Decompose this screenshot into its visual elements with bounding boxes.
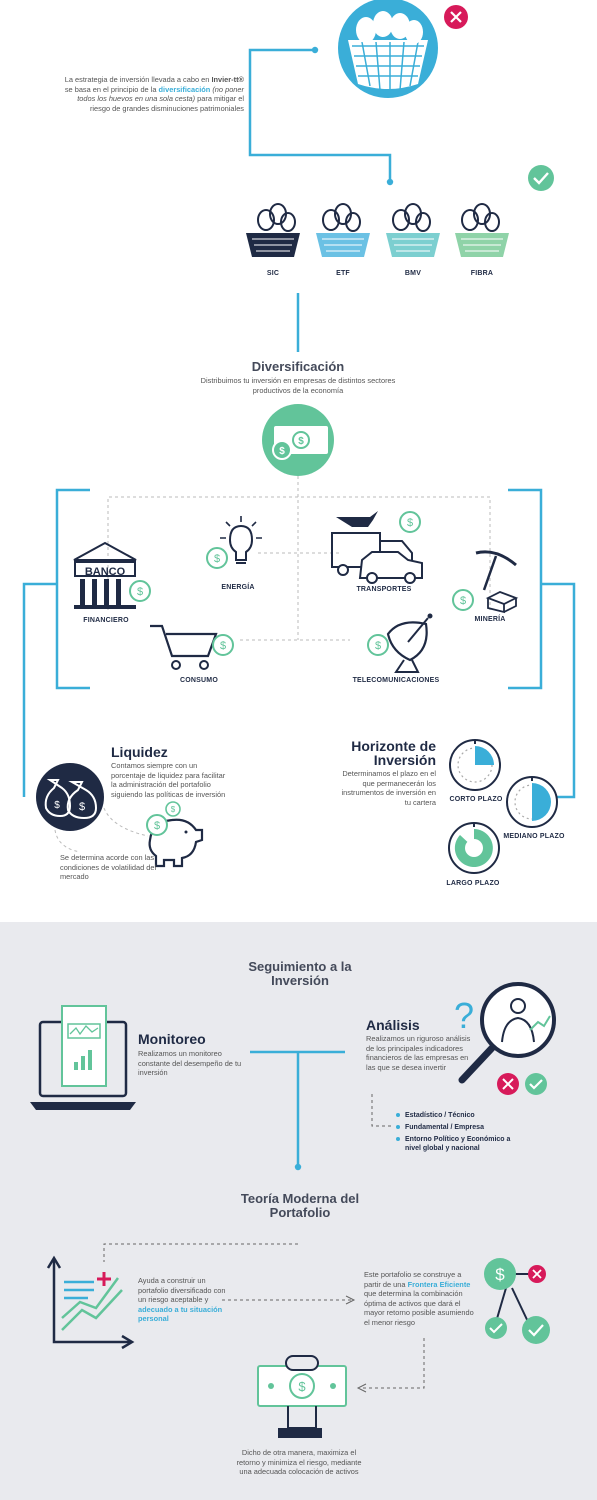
clock-medium-term-icon xyxy=(506,776,558,828)
clock-short-term-icon xyxy=(449,739,501,791)
liquidez-note: Se determina acorde con las condiciones … xyxy=(60,853,157,882)
svg-text:$: $ xyxy=(298,436,304,447)
teoria-bottom-desc: Dicho de otra manera, maximiza el retorn… xyxy=(236,1448,362,1477)
label-financiero: FINANCIERO xyxy=(83,617,129,624)
svg-text:$: $ xyxy=(495,1265,505,1284)
lightbulb-icon: $ xyxy=(206,516,262,569)
piggy-bank-icon: $ $ xyxy=(146,801,204,868)
satellite-dish-icon: $ xyxy=(367,613,433,673)
analisis-item: Entorno Político y Económico a nivel glo… xyxy=(396,1135,526,1153)
intro-text: La estrategia de inversión llevada a cab… xyxy=(64,75,244,113)
teoria-title: Teoría Moderna del Portafolio xyxy=(240,1191,360,1220)
basket-label-fibra: FIBRA xyxy=(470,270,494,277)
analisis-item: Fundamental / Empresa xyxy=(396,1123,526,1132)
efficient-frontier-icon: $ xyxy=(484,1258,550,1344)
bottom-graphics: ? $ xyxy=(30,982,556,1438)
red-x-small-icon xyxy=(497,1073,519,1095)
label-transportes: TRANSPORTES xyxy=(356,586,412,593)
green-check-icon xyxy=(528,165,554,191)
laptop-monitor-icon xyxy=(30,1005,136,1110)
basket-fibra-icon xyxy=(455,203,509,257)
seguimiento-title: Seguimiento a la Inversión xyxy=(248,959,352,988)
label-mineria: MINERÍA xyxy=(474,616,506,623)
svg-text:$: $ xyxy=(214,553,220,565)
horizonte-title: Horizonte de Inversión xyxy=(351,738,436,768)
svg-text:$: $ xyxy=(279,446,285,457)
money-bags-icon: $ $ xyxy=(36,763,104,831)
basket-label-sic: SIC xyxy=(266,270,280,277)
horizonte-desc: Determinamos el plazo en el que permanec… xyxy=(341,769,437,807)
basket-etf-icon xyxy=(316,203,370,257)
analisis-title: Análisis xyxy=(366,1017,420,1033)
monitoreo-title: Monitoreo xyxy=(138,1031,206,1047)
seguimiento-section: ? $ xyxy=(0,922,597,1500)
svg-text:$: $ xyxy=(79,801,85,813)
bank-sign: BANCO xyxy=(84,566,126,578)
analisis-list: Estadístico / Técnico Fundamental / Empr… xyxy=(396,1111,526,1156)
svg-text:$: $ xyxy=(54,800,60,811)
transport-icon: $ xyxy=(331,511,423,584)
svg-text:$: $ xyxy=(407,517,413,529)
diversificacion-title: Diversificación xyxy=(251,359,345,374)
basket-label-etf: ETF xyxy=(336,270,350,277)
svg-text:$: $ xyxy=(298,1379,306,1394)
analisis-desc: Realizamos un riguroso análisis de los p… xyxy=(366,1034,471,1072)
label-telecomunicaciones: TELECOMUNICACIONES xyxy=(352,677,440,684)
basket-bmv-icon xyxy=(386,203,440,257)
pickaxe-icon: $ xyxy=(452,550,519,614)
svg-text:$: $ xyxy=(154,820,160,832)
money-circle-icon: $ $ xyxy=(262,404,334,476)
svg-text:$: $ xyxy=(375,640,381,652)
label-mediano-plazo: MEDIANO PLAZO xyxy=(503,833,565,840)
liquidez-desc: Contamos siempre con un porcentaje de li… xyxy=(111,761,226,799)
diversificacion-desc: Distribuimos tu inversión en empresas de… xyxy=(200,376,396,395)
label-corto-plazo: CORTO PLAZO xyxy=(449,796,503,803)
green-check-small-icon xyxy=(525,1073,547,1095)
svg-text:$: $ xyxy=(460,595,466,607)
basket-label-bmv: BMV xyxy=(404,270,422,277)
teoria-right-desc: Este portafolio se construye a partir de… xyxy=(364,1270,474,1327)
basket-sic-icon xyxy=(246,203,300,257)
analisis-item: Estadístico / Técnico xyxy=(396,1111,526,1120)
liquidez-title: Liquidez xyxy=(111,744,168,760)
red-x-icon xyxy=(444,5,468,29)
growth-chart-icon xyxy=(46,1255,135,1350)
label-consumo: CONSUMO xyxy=(180,677,218,684)
svg-text:?: ? xyxy=(454,995,474,1036)
shopping-cart-icon: $ xyxy=(150,624,234,670)
label-energia: ENERGÍA xyxy=(221,584,255,591)
svg-text:$: $ xyxy=(220,640,226,652)
egg-basket-icon xyxy=(338,0,438,98)
money-hand-icon: $ xyxy=(257,1355,347,1438)
bank-icon: $ xyxy=(73,541,151,609)
magnifier-analysis-icon: ? xyxy=(454,982,556,1084)
clock-long-term-icon xyxy=(448,822,500,874)
svg-text:$: $ xyxy=(171,805,176,814)
svg-text:$: $ xyxy=(137,586,143,598)
label-largo-plazo: LARGO PLAZO xyxy=(446,880,500,887)
top-graphics: $ $ $ $ $ xyxy=(22,0,576,874)
teoria-left-desc: Ayuda a construir un portafolio diversif… xyxy=(138,1276,226,1324)
monitoreo-desc: Realizamos un monitoreo constante del de… xyxy=(138,1049,242,1078)
